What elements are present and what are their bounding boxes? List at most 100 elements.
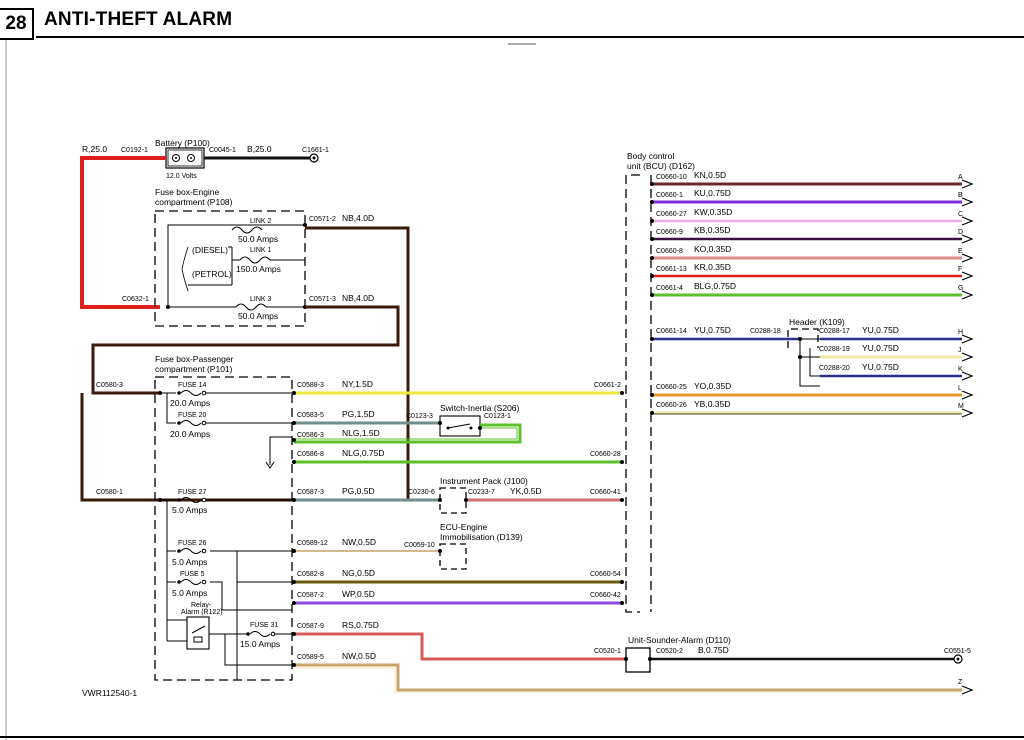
battery-label: Battery (P100): [155, 138, 210, 148]
terminal-arrow: [961, 334, 974, 344]
terminal-arrow: [961, 290, 974, 300]
connector-dot: [650, 393, 654, 397]
conn-c0660-9: C0660-9: [656, 229, 683, 236]
page-number: 28: [0, 8, 34, 40]
conn-c0192-1: C0192-1: [121, 147, 148, 154]
terminal-arrow: [961, 216, 974, 226]
label-nw05-b: NW,0.5D: [342, 651, 376, 661]
connector-dot: [650, 293, 654, 297]
fusebox-engine-l1: Fuse box-Engine: [155, 187, 220, 197]
connector-dot: [438, 498, 442, 502]
diesel-label: (DIESEL): [192, 245, 228, 255]
fuse-26: FUSE 26 5.0 Amps: [172, 540, 207, 567]
conn-c0660-41: C0660-41: [590, 489, 621, 496]
ecu-engine-immobilisation: ECU-Engine Immobilisation (D139): [439, 522, 523, 570]
conn-c0520-2: C0520-2: [656, 648, 683, 655]
page-title: ANTI-THEFT ALARM: [44, 9, 233, 30]
label-nlg15: NLG,1.5D: [342, 428, 380, 438]
bcu-outline: [625, 174, 640, 613]
label-ko035: KO,0.35D: [694, 244, 731, 254]
fuse-5: FUSE 5 5.0 Amps: [172, 571, 207, 598]
label-pg15: PG,1.5D: [342, 409, 375, 419]
label-kb035: KB,0.35D: [694, 225, 730, 235]
conn-c0660-28: C0660-28: [590, 451, 621, 458]
conn-c0660-42: C0660-42: [590, 592, 621, 599]
link1-amps: 150.0 Amps: [236, 264, 281, 274]
terminal-l: L: [958, 385, 962, 392]
label-r25: R,25.0: [82, 144, 107, 154]
connector-dot: [620, 498, 624, 502]
fuse-27-amps: 5.0 Amps: [172, 505, 207, 515]
conn-c0045-1: C0045-1: [209, 147, 236, 154]
label-nb40-b: NB,4.0D: [342, 293, 374, 303]
conn-c0661-14: C0661-14: [656, 328, 687, 335]
terminal-m: M: [958, 403, 964, 410]
connector-dot: [292, 498, 296, 502]
fuse-5-amps: 5.0 Amps: [172, 588, 207, 598]
terminal-arrow: [961, 179, 974, 189]
conn-c0288-18: C0288-18: [750, 328, 781, 335]
instrument-pack: Instrument Pack (J100): [439, 476, 528, 514]
conn-c0571-3: C0571-3: [309, 296, 336, 303]
fusebox-pass-l1: Fuse box-Passenger: [155, 354, 234, 364]
header-rule: [36, 36, 1024, 38]
label-nb40-a: NB,4.0D: [342, 213, 374, 223]
sounder-label: Unit-Sounder-Alarm (D110): [628, 635, 731, 645]
label-kn05: KN,0.5D: [694, 170, 726, 180]
fuse-14-amps: 20.0 Amps: [170, 398, 210, 408]
link3-label: LINK 3: [250, 296, 272, 303]
battery-volts: 12.0 Volts: [166, 173, 197, 180]
connector-dot: [620, 580, 624, 584]
conn-c0288-20: C0288-20: [819, 365, 850, 372]
fuse-20-amps: 20.0 Amps: [170, 429, 210, 439]
label-ny15: NY,1.5D: [342, 379, 373, 389]
terminal-arrow: [961, 253, 974, 263]
conn-c0661-2: C0661-2: [594, 382, 621, 389]
conn-c0660-27: C0660-27: [656, 211, 687, 218]
connector-dot: [292, 549, 296, 553]
wire-nw05-b: [294, 663, 962, 692]
connector-dot: [292, 580, 296, 584]
label-b075: B,0.75D: [698, 645, 729, 655]
label-yb035: YB,0.35D: [694, 399, 730, 409]
bcu-output-c: C0660-27 KW,0.35D C: [652, 207, 963, 223]
terminal-arrow: [961, 390, 974, 400]
label-b25: B,25.0: [247, 144, 272, 154]
conn-c0233-7: C0233-7: [468, 489, 495, 496]
switch-inertia-label: Switch-Inertia (S206): [440, 403, 520, 413]
conn-c0123-3: C0123-3: [406, 413, 433, 420]
fuse-26-label: FUSE 26: [178, 540, 207, 547]
label-yu075-c: YU,0.75D: [862, 343, 899, 353]
fuse-31-label: FUSE 31: [250, 622, 279, 629]
link1-label: LINK 1: [250, 247, 272, 254]
instrument-pack-label: Instrument Pack (J100): [440, 476, 528, 486]
terminal-h: H: [958, 329, 963, 336]
fuse-14: FUSE 14 20.0 Amps: [170, 382, 210, 408]
connector-dot: [650, 219, 654, 223]
connector-dot: [292, 460, 296, 464]
label-ku075: KU,0.75D: [694, 188, 731, 198]
label-kw035: KW,0.35D: [694, 207, 732, 217]
label-blg075: BLG,0.75D: [694, 281, 736, 291]
bcu-output-b: C0660-1 KU,0.75D B: [652, 188, 963, 204]
link3-amps: 50.0 Amps: [238, 311, 278, 321]
label-nlg075: NLG,0.75D: [342, 448, 385, 458]
conn-c0660-25: C0660-25: [656, 384, 687, 391]
terminal-d: D: [958, 229, 963, 236]
unit-sounder-alarm: Unit-Sounder-Alarm (D110): [625, 635, 731, 673]
header-k109-label: Header (K109): [789, 317, 845, 327]
terminal-a: A: [958, 174, 963, 181]
connector-dot: [438, 549, 442, 553]
wire-nlg15: [294, 423, 522, 444]
conn-c0571-2: C0571-2: [309, 216, 336, 223]
ecu-label-1: ECU-Engine: [440, 522, 488, 532]
connector-dot: [650, 182, 654, 186]
connector-dot: [478, 426, 482, 430]
fusebox-engine-l2: compartment (P108): [155, 197, 233, 207]
label-ng05: NG,0.5D: [342, 568, 375, 578]
terminal-g: G: [958, 285, 963, 292]
conn-c1661-1: C1661-1: [302, 147, 329, 154]
fuse-20-label: FUSE 20: [178, 412, 207, 419]
terminal-arrow: [961, 352, 974, 362]
terminal-f: F: [958, 266, 962, 273]
